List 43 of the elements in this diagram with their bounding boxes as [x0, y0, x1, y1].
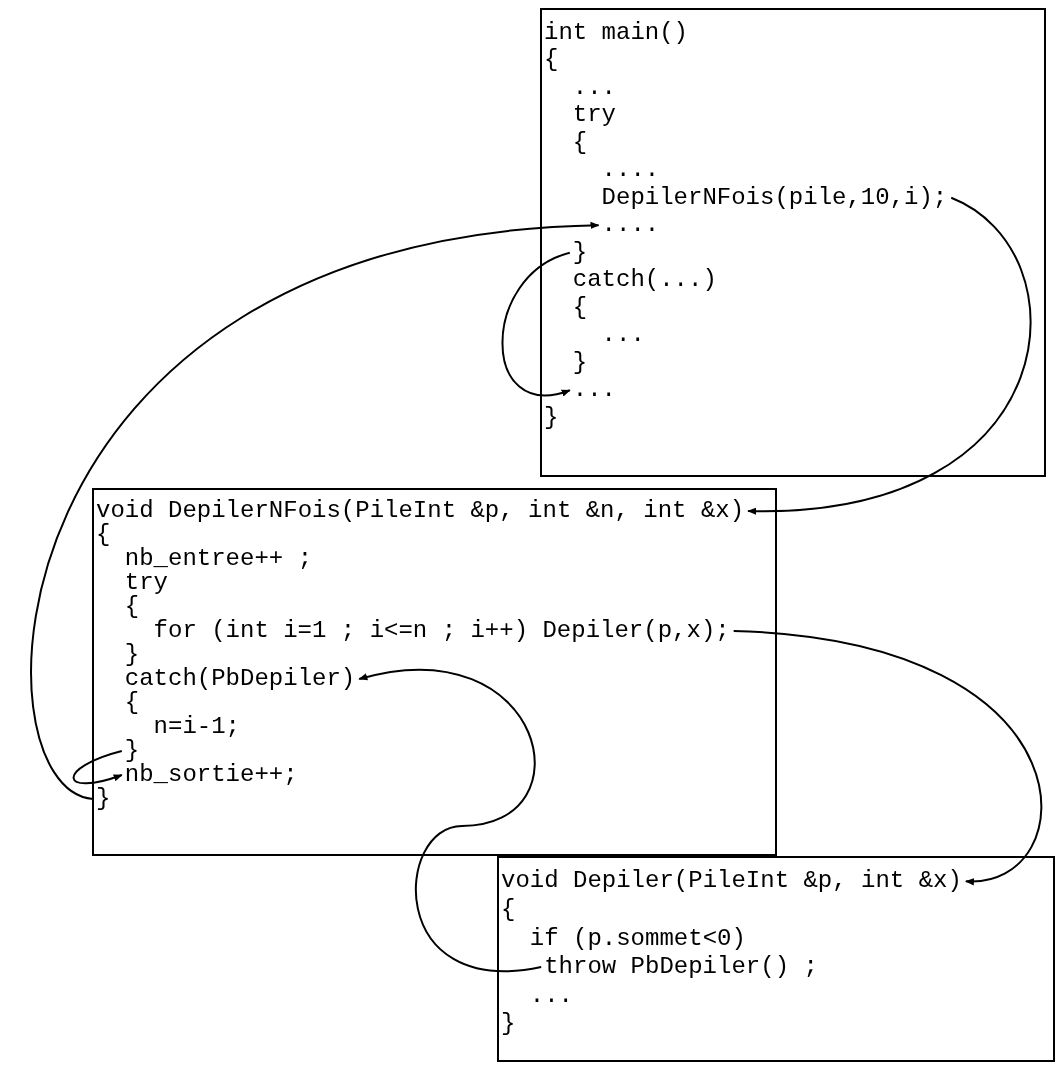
arrow — [72, 750, 123, 785]
code-line: { — [96, 523, 111, 547]
code-line: ... — [572, 378, 616, 403]
code-line: { — [124, 691, 140, 715]
code-line: ... — [572, 75, 616, 100]
code-line: nb_sortie++; — [124, 763, 298, 787]
code-line: { — [572, 295, 588, 320]
code-line: try — [572, 103, 616, 128]
code-line: { — [124, 595, 140, 619]
code-line: for (int i=1 ; i<=n ; i++) Depiler(p,x); — [153, 619, 730, 643]
code-box — [540, 8, 1046, 477]
code-box — [497, 856, 1055, 1062]
code-line: n=i-1; — [153, 715, 240, 739]
code-line: if (p.sommet<0) — [529, 926, 746, 951]
code-line: .... — [601, 158, 660, 183]
code-line: ... — [529, 983, 573, 1008]
arrow — [747, 196, 1031, 515]
code-line: } — [501, 1012, 516, 1037]
code-line: } — [544, 405, 559, 430]
code-line: try — [124, 571, 168, 595]
code-line: catch(PbDepiler) — [124, 667, 356, 691]
code-line: } — [572, 240, 588, 265]
code-line: } — [572, 350, 588, 375]
arrow — [501, 251, 571, 397]
code-line: { — [501, 897, 516, 922]
arrow — [30, 222, 600, 800]
code-line: nb_entree++ ; — [124, 547, 313, 571]
code-line: throw PbDepiler() ; — [544, 955, 818, 980]
code-line: void Depiler(PileInt &p, int &x) — [501, 869, 962, 894]
code-line: { — [544, 48, 559, 73]
code-line: } — [124, 739, 140, 763]
code-box — [92, 488, 777, 856]
code-line: catch(...) — [572, 268, 717, 293]
code-line: } — [124, 643, 140, 667]
code-line: DepilerNFois(pile,10,i); — [601, 185, 948, 210]
code-line: int main() — [544, 20, 689, 45]
code-line: { — [572, 130, 588, 155]
arrow — [358, 669, 543, 973]
code-line: void DepilerNFois(PileInt &p, int &n, int &x) — [96, 499, 745, 523]
code-line: ... — [601, 323, 645, 348]
arrow — [732, 630, 1042, 884]
code-line: .... — [601, 213, 660, 238]
code-line: } — [96, 787, 111, 811]
